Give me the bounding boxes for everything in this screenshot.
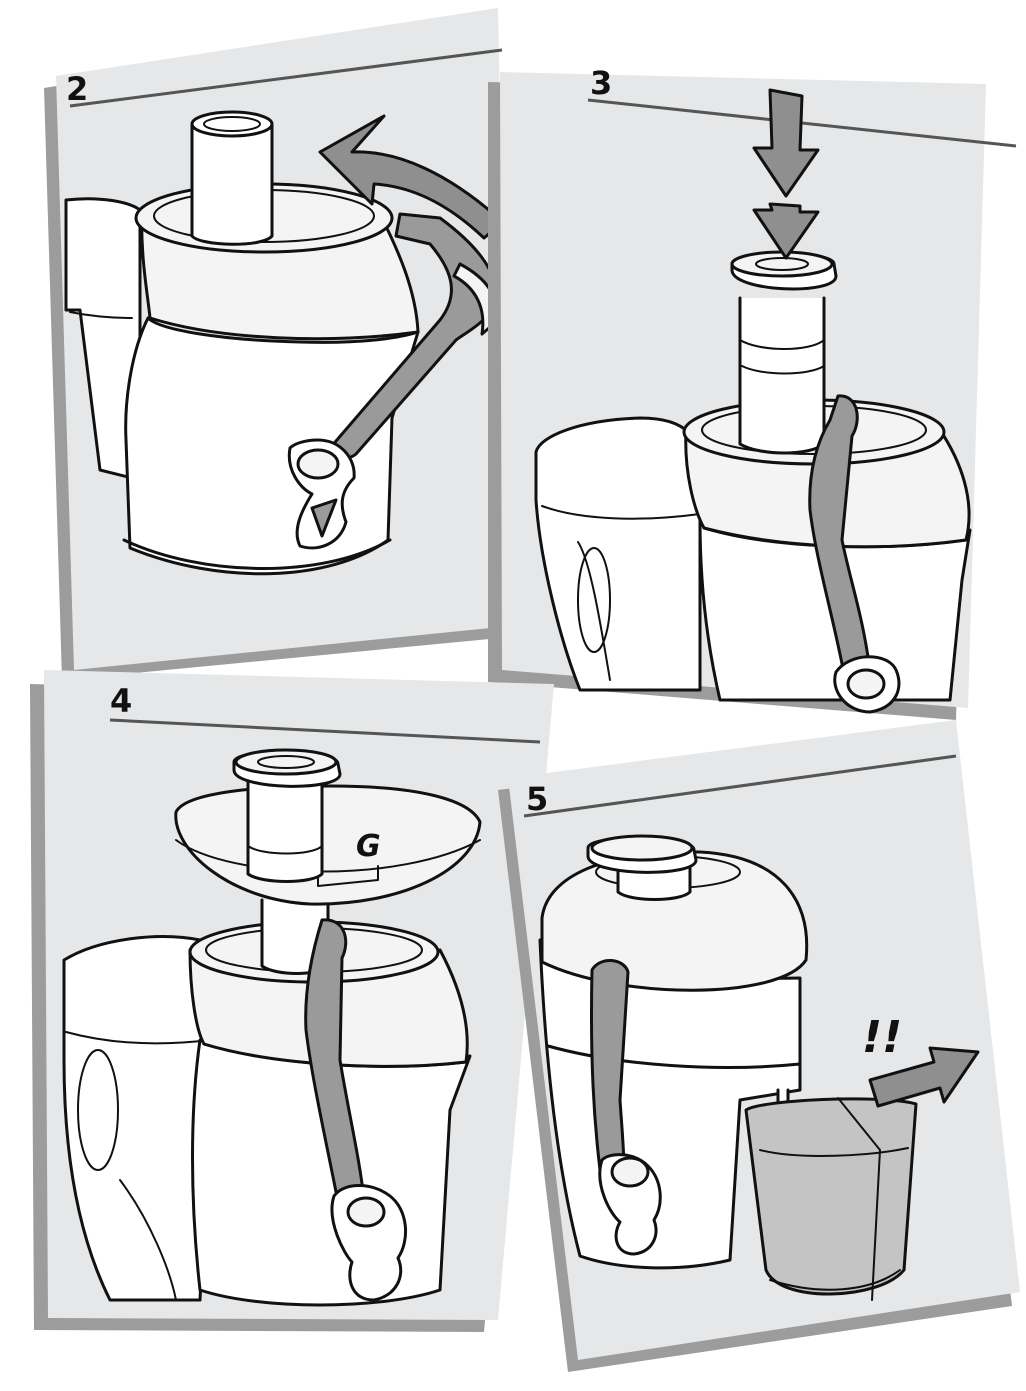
step-5-number: 5 bbox=[526, 780, 548, 818]
juice-jug bbox=[746, 1098, 916, 1300]
step-4-panel: 4 G bbox=[30, 670, 554, 1332]
step-3-number: 3 bbox=[590, 64, 612, 102]
warning-exclamation-icon: !! bbox=[862, 1012, 902, 1063]
splash-guard-label: G bbox=[356, 829, 381, 864]
step-2-number: 2 bbox=[66, 70, 88, 108]
step-5-panel: 5 bbox=[498, 720, 1020, 1372]
step-2-panel: 2 bbox=[44, 8, 510, 680]
step-4-number: 4 bbox=[110, 682, 132, 720]
step-3-panel: 3 bbox=[488, 64, 1016, 720]
